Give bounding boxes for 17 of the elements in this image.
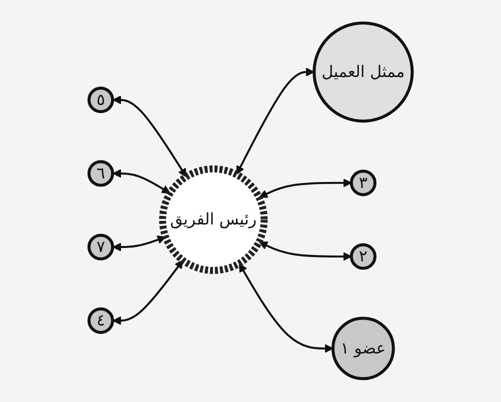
node-circle: ممثل العميل	[312, 22, 414, 123]
node-circle: ٧	[87, 234, 114, 261]
arrow	[236, 68, 314, 175]
node-circle: رئيس الفريق	[158, 166, 268, 274]
node-circle: ٤	[87, 308, 114, 334]
arrow	[112, 260, 184, 326]
node-circle: ٣	[350, 170, 376, 196]
arrow	[112, 96, 187, 178]
node-circle: عضو ١	[331, 316, 395, 380]
arrow	[258, 178, 352, 198]
node-circle: ٦	[87, 160, 114, 187]
node-circle: ٥	[87, 86, 114, 114]
node-circle: ٢	[350, 243, 376, 270]
arrow	[112, 236, 166, 252]
arrow	[112, 169, 170, 194]
arrow	[258, 242, 352, 262]
arrow	[238, 264, 334, 354]
